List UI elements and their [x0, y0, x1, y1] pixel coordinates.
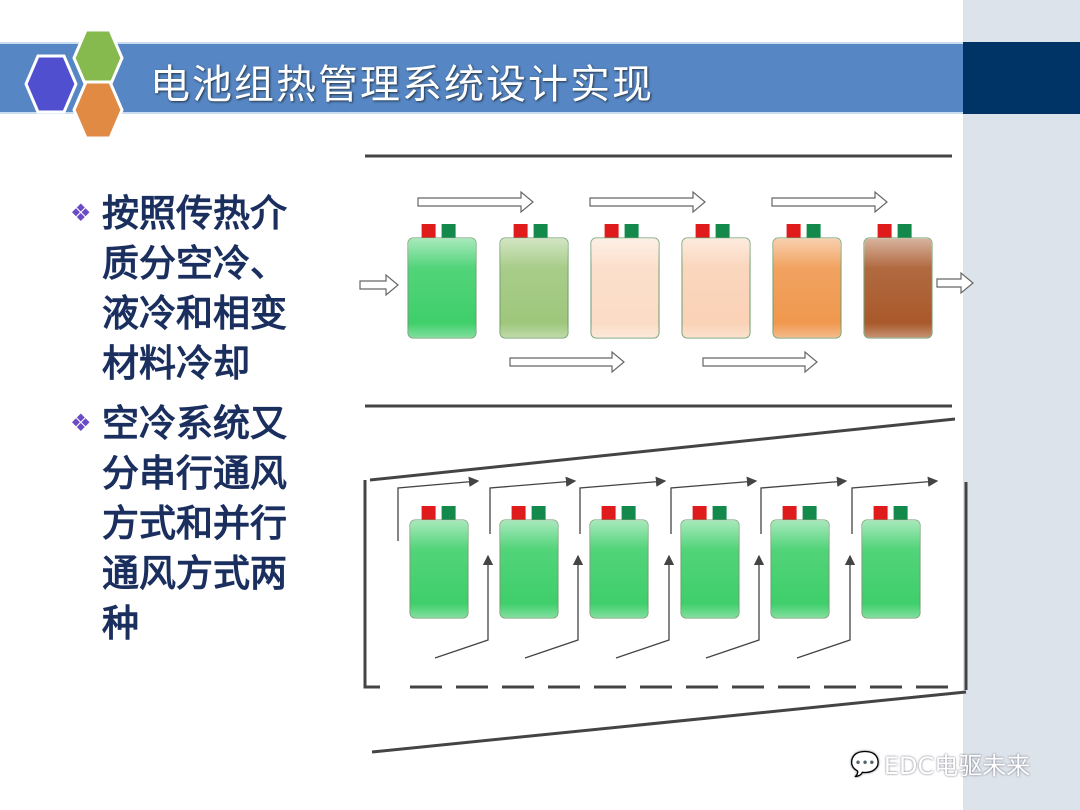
bullet-list: ❖ 按照传热介质分空冷、液冷和相变材料冷却 ❖ 空冷系统又分串行通风方式和并行通…: [70, 188, 340, 654]
slide-title: 电池组热管理系统设计实现: [150, 62, 654, 108]
diamond-bullet-icon: ❖: [70, 199, 92, 227]
positive-terminal: [604, 224, 619, 238]
bullet-item: ❖ 空冷系统又分串行通风方式和并行通风方式两种: [70, 398, 340, 648]
positive-terminal: [782, 506, 797, 520]
positive-terminal: [601, 506, 616, 520]
series-cooling-diagram: [359, 190, 974, 374]
battery-cell: [499, 506, 559, 619]
positive-terminal: [511, 506, 526, 520]
negative-terminal: [624, 224, 639, 238]
negative-terminal: [806, 224, 821, 238]
series-cooling-frame: [365, 154, 952, 408]
negative-terminal: [621, 506, 636, 520]
positive-terminal: [695, 224, 710, 238]
battery-cell: [590, 224, 660, 339]
bullet-item: ❖ 按照传热介质分空冷、液冷和相变材料冷却: [70, 188, 340, 388]
negative-terminal: [802, 506, 817, 520]
negative-terminal: [441, 224, 456, 238]
negative-terminal: [441, 506, 456, 520]
airflow-arrow-icon: [670, 476, 758, 534]
negative-terminal: [897, 224, 912, 238]
wechat-icon: 💬: [850, 749, 880, 778]
battery-cell: [863, 224, 933, 339]
battery-cell: [770, 506, 830, 619]
positive-terminal: [513, 224, 528, 238]
airflow-arrow-icon: [705, 554, 765, 659]
battery-cell: [409, 506, 469, 619]
airflow-arrow-icon: [434, 554, 494, 659]
airflow-arrow-icon: [579, 476, 667, 534]
bullet-text: 按照传热介质分空冷、液冷和相变材料冷却: [102, 191, 287, 385]
parallel-cooling-diagram: [397, 476, 939, 659]
airflow-arrow-icon: [615, 554, 675, 659]
battery-cell: [407, 224, 477, 339]
hexagon-logo-icon: [24, 28, 124, 140]
battery-cell: [589, 506, 649, 619]
airflow-arrow-icon: [524, 554, 584, 659]
battery-cell: [772, 224, 842, 339]
airflow-arrow-icon: [489, 476, 577, 534]
airflow-arrow-icon: [796, 554, 856, 659]
negative-terminal: [715, 224, 730, 238]
airflow-arrow-icon: [771, 190, 888, 214]
title-bar: [0, 42, 963, 114]
right-decor-strip: [963, 0, 1080, 810]
negative-terminal: [531, 506, 546, 520]
airflow-arrow-icon: [397, 476, 480, 541]
airflow-arrow-icon: [851, 476, 939, 534]
battery-cell: [681, 224, 751, 339]
positive-terminal: [786, 224, 801, 238]
negative-terminal: [533, 224, 548, 238]
airflow-arrow-icon: [509, 350, 625, 374]
battery-cell: [861, 506, 921, 619]
positive-terminal: [421, 224, 436, 238]
negative-terminal: [712, 506, 727, 520]
positive-terminal: [873, 506, 888, 520]
title-bar-accent: [963, 42, 1080, 114]
positive-terminal: [692, 506, 707, 520]
airflow-arrow-icon: [359, 273, 399, 297]
airflow-arrow-icon: [702, 350, 818, 374]
positive-terminal: [877, 224, 892, 238]
watermark-text: EDC电驱未来: [883, 752, 1031, 780]
battery-cell: [680, 506, 740, 619]
negative-terminal: [893, 506, 908, 520]
parallel-cooling-frame: [363, 417, 968, 754]
airflow-arrow-icon: [589, 190, 706, 214]
airflow-arrow-icon: [417, 190, 534, 214]
bullet-text: 空冷系统又分串行通风方式和并行通风方式两种: [102, 401, 287, 645]
positive-terminal: [421, 506, 436, 520]
watermark: 💬 EDC电驱未来: [850, 746, 1030, 781]
airflow-arrow-icon: [936, 271, 974, 295]
airflow-arrow-icon: [760, 476, 848, 534]
diamond-bullet-icon: ❖: [70, 409, 92, 437]
battery-cell: [499, 224, 569, 339]
